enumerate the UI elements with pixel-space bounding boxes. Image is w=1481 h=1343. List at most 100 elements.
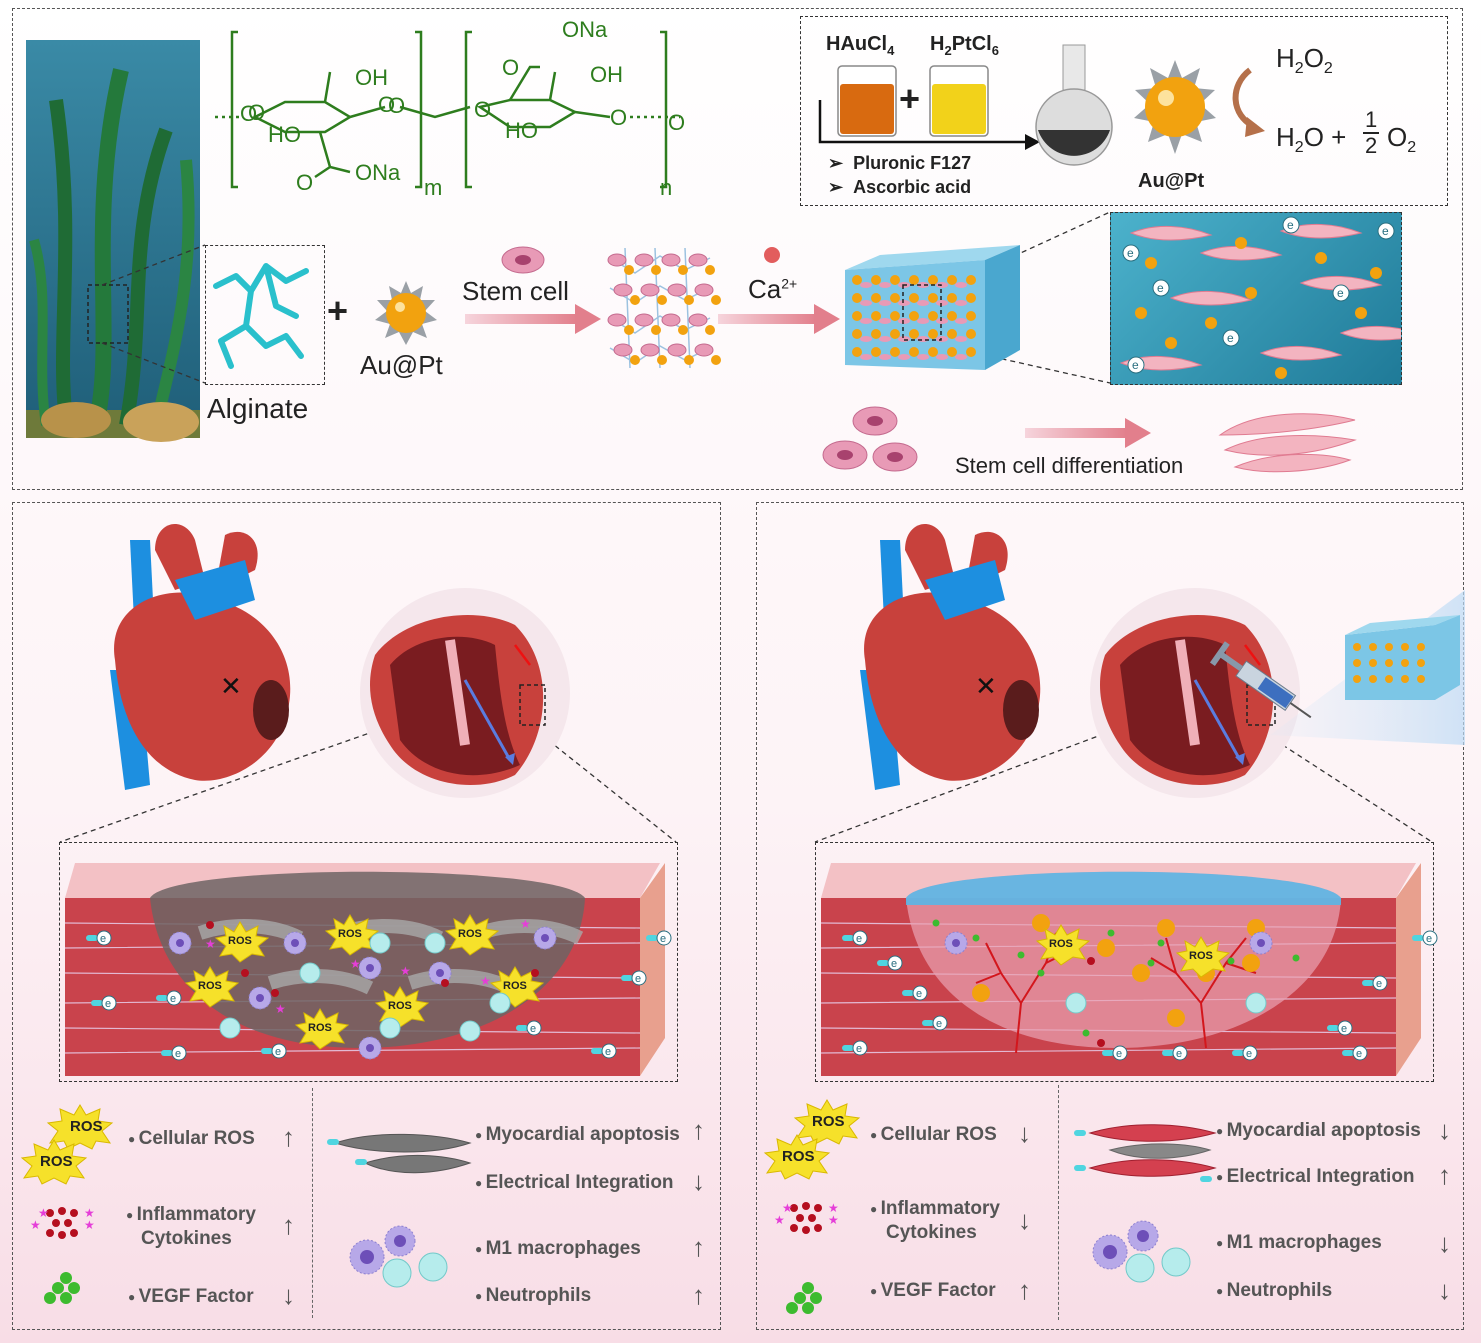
electron-label: e [1341, 1023, 1347, 1035]
vegf-dot [1292, 954, 1300, 962]
trend-neutrophils-right: ↓ [1438, 1275, 1451, 1305]
svg-text:★: ★ [84, 1218, 95, 1232]
cube-cell [955, 282, 967, 288]
cube-particle [852, 293, 862, 303]
stem-cell-label: Stem cell [462, 276, 569, 306]
network-particle [624, 325, 634, 335]
legend-m1-right: M1 macrophages [1216, 1232, 1382, 1254]
electron-tail [1232, 1050, 1244, 1056]
electron-marker [1222, 329, 1240, 347]
legend-inflammatory-right: Inflammatory [870, 1198, 1000, 1220]
ros-label: ROS [308, 1022, 332, 1034]
neutrophil [1245, 992, 1267, 1014]
vegf-dot [1147, 959, 1155, 967]
arrow-stem-cell [465, 304, 601, 334]
svg-text:★: ★ [782, 1201, 793, 1215]
electron-label: e [856, 1043, 862, 1055]
calcium-ion-icon [764, 247, 780, 263]
inj-particle [1369, 675, 1377, 683]
cytokines-icon-right: ★★★★ [774, 1201, 839, 1234]
neutrophil [379, 1017, 401, 1039]
aupt-nanoparticle-icon [1134, 60, 1216, 154]
network-particle [678, 265, 688, 275]
cube-cell [955, 300, 967, 306]
electron-tail [516, 1025, 528, 1031]
inj-particle [1385, 675, 1393, 683]
cube-particle [966, 329, 976, 339]
network-particle [657, 295, 667, 305]
inj-particle [1385, 643, 1393, 651]
electron-label: e [660, 933, 666, 945]
zoom-particle [1355, 307, 1367, 319]
cube-cell [898, 300, 910, 306]
cube-particle [890, 311, 900, 321]
ros-label: ROS [1189, 950, 1213, 962]
electron-label: e [1157, 281, 1164, 295]
vegf-dot [1107, 929, 1115, 937]
neutrophil [459, 1020, 481, 1042]
ca-ion-label: Ca2+ [748, 274, 798, 304]
macrophage-nucleus [541, 934, 549, 942]
cytokine-star: ★ [275, 1002, 286, 1016]
zoom-myocyte [1199, 246, 1283, 261]
ros-label-right-a: ROS [812, 1113, 845, 1130]
ros-burst [444, 914, 500, 956]
cube-cell [860, 336, 872, 342]
electron-tail [902, 990, 914, 996]
cube-cell [917, 282, 929, 288]
ros-icon-left-a [46, 1104, 114, 1150]
cube-particle [928, 329, 938, 339]
electron-label: e [1116, 1048, 1122, 1060]
electron-label: e [1127, 246, 1134, 260]
ros-burst [184, 966, 240, 1008]
network-particle [630, 355, 640, 365]
legend-apoptosis-left: Myocardial apoptosis [475, 1124, 680, 1146]
cube-particle [966, 275, 976, 285]
aupt-particle [1157, 919, 1175, 937]
products-label: H2O + [1276, 122, 1347, 157]
cube-particle [890, 347, 900, 357]
electron-tail [1342, 1050, 1354, 1056]
cytokine-star: ★ [480, 974, 491, 988]
electron-label: e [856, 933, 862, 945]
vegf-dot [972, 934, 980, 942]
vegf-dot [1227, 957, 1235, 965]
cytokine-dot [531, 969, 539, 977]
cube-cell [936, 318, 948, 324]
network-cell [634, 313, 654, 327]
aupt-particle [1132, 964, 1150, 982]
electron-marker [852, 1040, 868, 1056]
ros-icon-right-a [793, 1099, 861, 1145]
cube-particle [947, 293, 957, 303]
inj-particle [1353, 643, 1361, 651]
network-cell [688, 313, 708, 327]
flask-icon [1035, 44, 1113, 166]
network-cell [640, 343, 660, 357]
cube-cell [879, 300, 891, 306]
plus-reagents: + [899, 78, 921, 119]
cube-particle [890, 293, 900, 303]
zoom-myocyte [1169, 291, 1253, 306]
alginate-label: Alginate [207, 393, 309, 424]
electron-marker [1372, 975, 1388, 991]
inj-particle [1401, 643, 1409, 651]
electron-marker [96, 930, 112, 946]
network-cell [667, 343, 687, 357]
legend-cytokines-left: Cytokines [141, 1228, 232, 1249]
inj-particle [1417, 643, 1425, 651]
macrophage-nucleus [366, 964, 374, 972]
cube-particle [909, 347, 919, 357]
trend-vegf-right: ↑ [1018, 1275, 1031, 1305]
chem-ho-2: HO [505, 118, 538, 143]
network-cell [661, 253, 681, 267]
network-cell [661, 313, 681, 327]
electron-tail [842, 1045, 854, 1051]
neutrophil [489, 992, 511, 1014]
alginate-structure: O O O [210, 12, 790, 202]
electron-label: e [1176, 1048, 1182, 1060]
chem-o-1: O [378, 92, 396, 117]
svg-text:★: ★ [828, 1213, 839, 1227]
zoom-particle [1370, 267, 1382, 279]
